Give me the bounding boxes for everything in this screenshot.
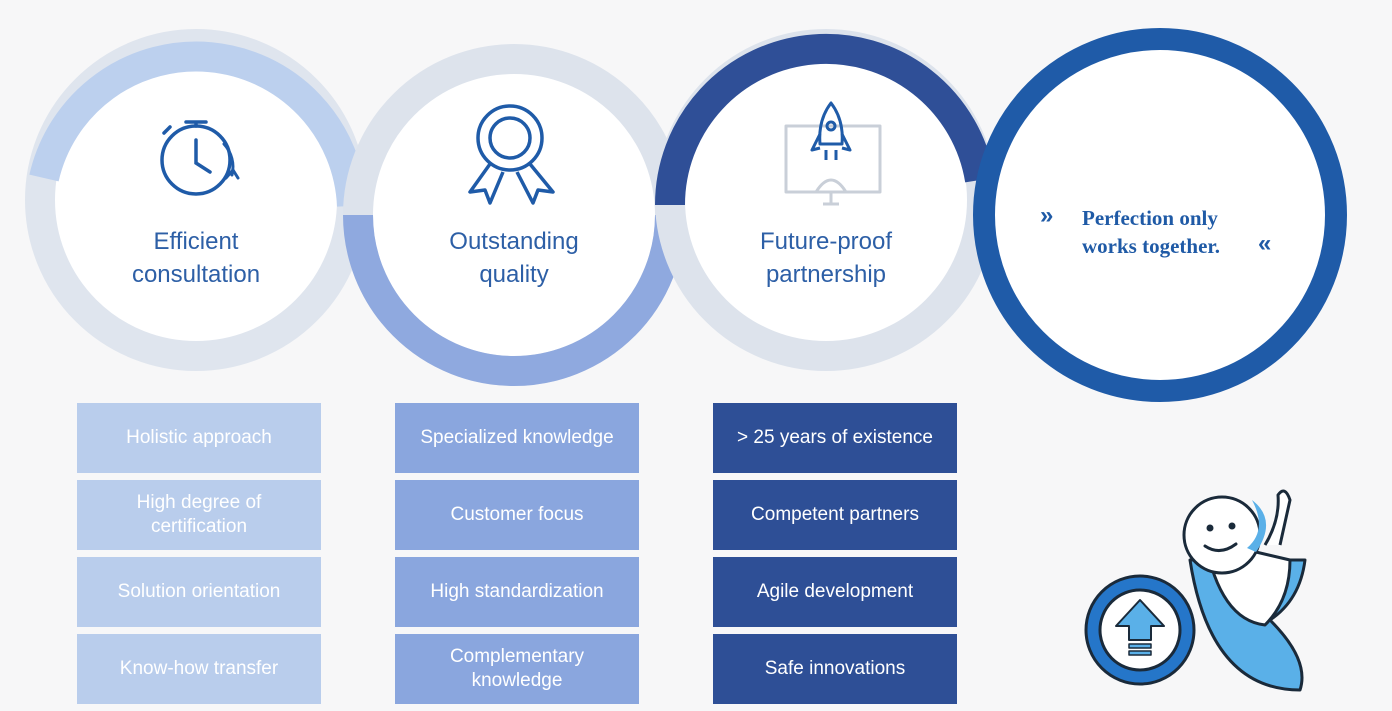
circle-label-outstanding: Outstanding quality <box>394 225 634 291</box>
stopwatch-icon <box>160 120 240 196</box>
list-item: Solution orientation <box>77 557 321 627</box>
mascot-upload-icon <box>1084 489 1307 692</box>
list-item: Agile development <box>713 557 957 627</box>
circle-label-line1: Efficient <box>153 228 239 255</box>
list-item: Holistic approach <box>77 403 321 473</box>
list-item: Safe innovations <box>713 634 957 704</box>
circle-label-line2: quality <box>479 261 549 288</box>
award-ribbon-icon <box>468 104 555 205</box>
circle-label-line1: Outstanding <box>449 228 579 255</box>
list-item: Specialized knowledge <box>395 403 639 473</box>
circle-perfection <box>973 28 1347 402</box>
chevron-left-double-icon: « <box>1258 230 1272 257</box>
circle-efficient-consultation <box>25 29 367 371</box>
list-item: Complementary knowledge <box>395 634 639 704</box>
list-item: > 25 years of existence <box>713 403 957 473</box>
rocket-monitor-icon <box>784 101 882 206</box>
list-item: High degree of certification <box>77 480 321 550</box>
tagline-line1: Perfection only <box>1082 206 1218 230</box>
tagline-line2: works together. <box>1082 234 1221 258</box>
circle-future-proof-partnership <box>655 29 997 371</box>
circle-label-efficient: Efficient consultation <box>76 225 316 291</box>
list-item: High standardization <box>395 557 639 627</box>
circle-label-line2: consultation <box>131 261 261 288</box>
circle-label-future-proof: Future-proof partnership <box>706 225 946 291</box>
list-item: Know-how transfer <box>77 634 321 704</box>
chevron-right-double-icon: » <box>1040 202 1054 229</box>
circle-label-line2: partnership <box>765 261 887 288</box>
list-item: Competent partners <box>713 480 957 550</box>
circle-label-line1: Future-proof <box>759 228 893 255</box>
list-item: Customer focus <box>395 480 639 550</box>
